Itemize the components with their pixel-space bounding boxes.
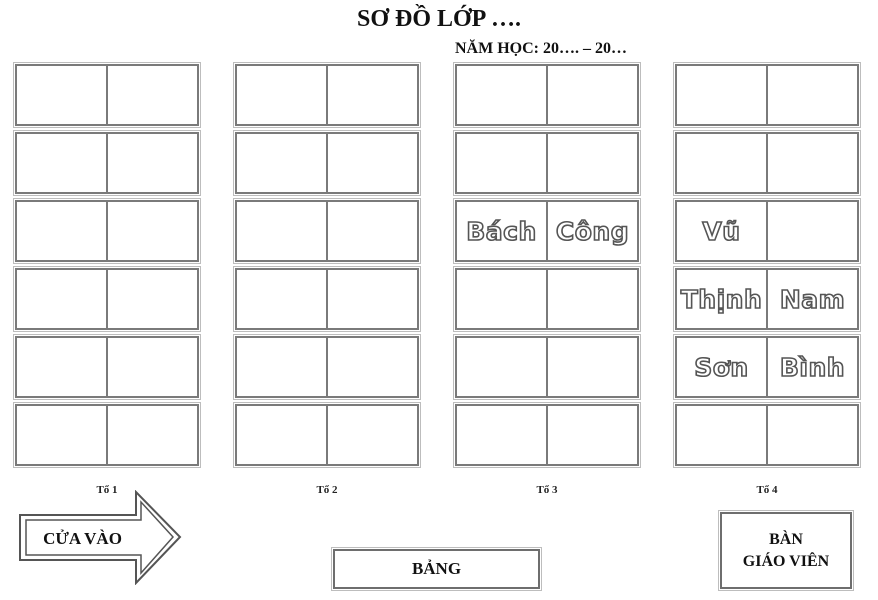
seat: Công <box>546 202 637 260</box>
seat <box>766 202 857 260</box>
seat: Bình <box>766 338 857 396</box>
seat <box>326 270 417 328</box>
desk: Bách Công <box>453 198 641 264</box>
seat <box>766 66 857 124</box>
seat <box>106 406 197 464</box>
desk <box>453 266 641 332</box>
seat <box>766 134 857 192</box>
desk <box>233 198 421 264</box>
desk <box>453 130 641 196</box>
seat <box>326 134 417 192</box>
desk: Sơn Bình <box>673 334 861 400</box>
page-title: SƠ ĐỒ LỚP …. <box>356 6 522 32</box>
desk <box>233 334 421 400</box>
student-name: Bách <box>465 216 537 247</box>
desk <box>13 402 201 468</box>
seat <box>17 270 106 328</box>
teacher-desk: BÀN GIÁO VIÊN <box>718 510 854 591</box>
seat <box>17 202 106 260</box>
seat <box>546 338 637 396</box>
seat <box>237 338 326 396</box>
desk <box>673 130 861 196</box>
seat <box>457 134 546 192</box>
desk <box>13 198 201 264</box>
teacher-desk-line1: BÀN <box>769 530 803 548</box>
group-label-3: Tổ 3 <box>536 484 558 496</box>
seat <box>326 66 417 124</box>
school-year: NĂM HỌC: 20…. – 20… <box>455 40 627 57</box>
seat <box>17 406 106 464</box>
desk <box>453 402 641 468</box>
student-name: Công <box>555 216 630 247</box>
seat <box>17 338 106 396</box>
desk <box>233 402 421 468</box>
seat <box>237 270 326 328</box>
seat <box>546 66 637 124</box>
seat: Sơn <box>677 338 766 396</box>
desk <box>13 334 201 400</box>
desk <box>673 402 861 468</box>
seat <box>237 66 326 124</box>
group-3: Bách Công <box>453 62 641 472</box>
door-arrow-icon <box>19 490 182 585</box>
seat: Bách <box>457 202 546 260</box>
seat <box>457 338 546 396</box>
board: BẢNG <box>331 547 542 591</box>
desk <box>13 266 201 332</box>
group-2 <box>233 62 421 472</box>
seat <box>106 134 197 192</box>
student-name: Bình <box>779 352 846 383</box>
group-1 <box>13 62 201 472</box>
student-name: Sơn <box>693 352 749 383</box>
seat <box>106 66 197 124</box>
student-name: Nam <box>779 284 846 315</box>
seat <box>457 66 546 124</box>
desk <box>233 62 421 128</box>
seat <box>457 406 546 464</box>
seat <box>237 134 326 192</box>
seat <box>677 66 766 124</box>
desk <box>233 130 421 196</box>
teacher-desk-line2: GIÁO VIÊN <box>742 552 830 570</box>
seat: Thịnh <box>677 270 766 328</box>
door-label: CỬA VÀO <box>43 529 122 548</box>
seat <box>17 134 106 192</box>
group-label-4: Tổ 4 <box>756 484 778 496</box>
seat <box>546 134 637 192</box>
seat <box>546 270 637 328</box>
desk <box>13 62 201 128</box>
desk <box>13 130 201 196</box>
seat <box>106 270 197 328</box>
seat <box>677 134 766 192</box>
seat <box>106 338 197 396</box>
seat <box>457 270 546 328</box>
seat <box>106 202 197 260</box>
seat: Nam <box>766 270 857 328</box>
student-name: Thịnh <box>680 284 763 315</box>
desk <box>453 334 641 400</box>
seat <box>677 406 766 464</box>
seat <box>326 338 417 396</box>
student-name: Vũ <box>702 216 741 247</box>
desk <box>673 62 861 128</box>
seat <box>17 66 106 124</box>
group-label-2: Tổ 2 <box>316 484 338 496</box>
seat: Vũ <box>677 202 766 260</box>
group-label-1: Tổ 1 <box>96 484 118 496</box>
desk <box>453 62 641 128</box>
seat <box>237 202 326 260</box>
seat <box>237 406 326 464</box>
desk: Thịnh Nam <box>673 266 861 332</box>
seat <box>546 406 637 464</box>
desk: Vũ <box>673 198 861 264</box>
seat <box>326 406 417 464</box>
seat <box>326 202 417 260</box>
seat <box>766 406 857 464</box>
desk <box>233 266 421 332</box>
